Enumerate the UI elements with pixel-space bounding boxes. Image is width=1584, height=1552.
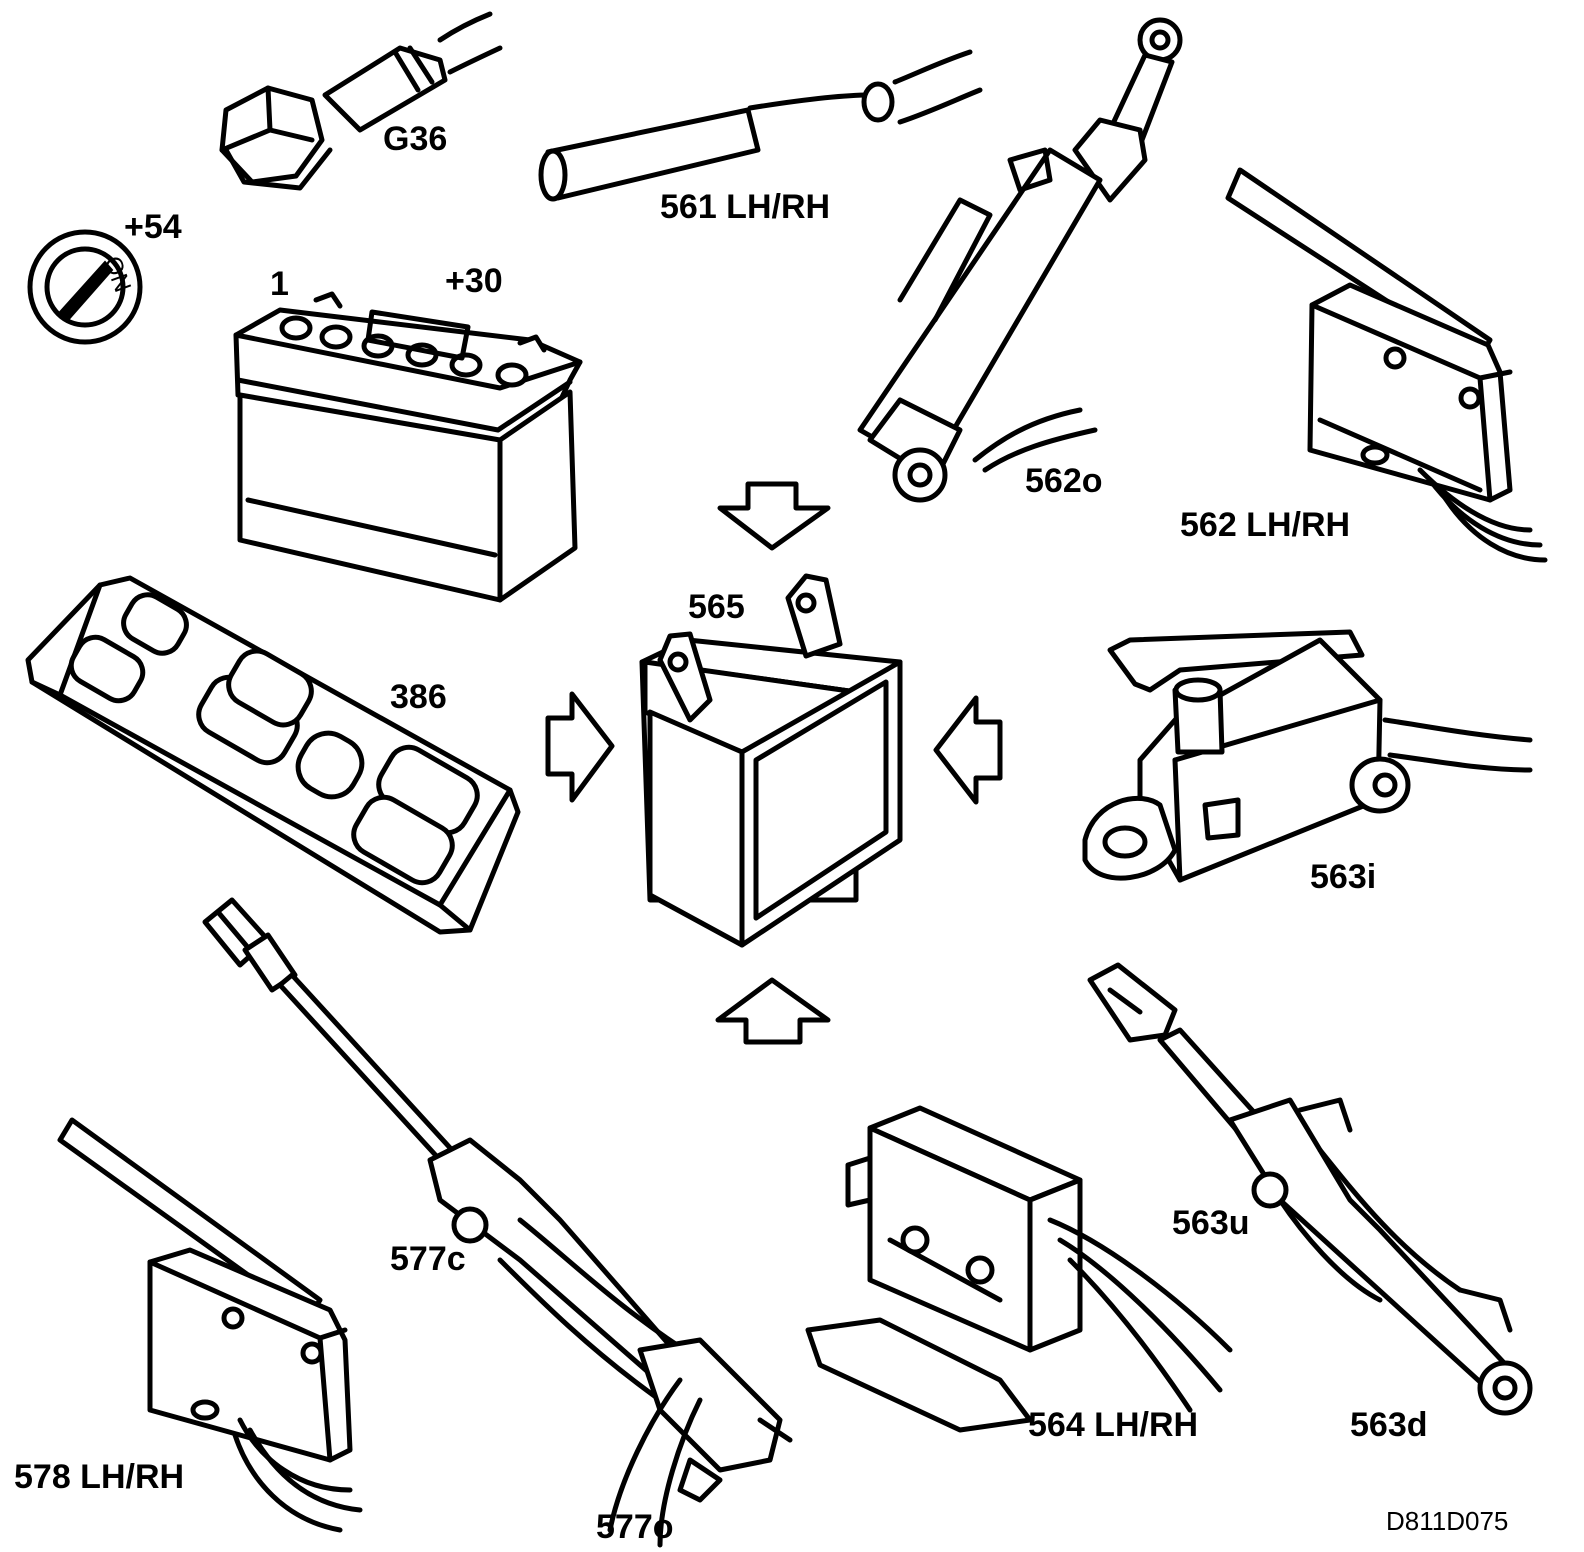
- label-577o: 577o: [596, 1508, 674, 1546]
- arrow-down: [717, 481, 831, 551]
- label-plus30: +30: [445, 262, 503, 300]
- actuator-562o: [857, 17, 1183, 503]
- label-terminal-1: 1: [270, 265, 289, 303]
- control-unit-565: [639, 573, 903, 948]
- label-562o: 562o: [1025, 462, 1103, 500]
- label-578: 578 LH/RH: [14, 1458, 184, 1496]
- microswitch-562: [1225, 167, 1548, 563]
- label-plus54: +54: [124, 208, 182, 246]
- arrow-left: [933, 695, 1003, 805]
- ignition-switch-54: ON: [27, 229, 143, 345]
- sensor-561: [538, 49, 983, 202]
- figure-code: D811D075: [1386, 1506, 1508, 1536]
- actuator-577c-577o: [202, 897, 793, 1548]
- label-563d: 563d: [1350, 1406, 1428, 1444]
- arrow-up: [715, 977, 831, 1045]
- arrow-right: [545, 691, 615, 803]
- label-561: 561 LH/RH: [660, 188, 830, 226]
- label-563u: 563u: [1172, 1204, 1250, 1242]
- microswitch-578: [57, 1117, 363, 1533]
- label-563i: 563i: [1310, 858, 1376, 896]
- actuator-563u-563d: [1087, 962, 1533, 1416]
- ground-terminal-g36: [219, 11, 503, 191]
- switch-563i: [1082, 629, 1533, 883]
- label-g36: G36: [383, 120, 447, 158]
- label-577c: 577c: [390, 1240, 466, 1278]
- label-565: 565: [688, 588, 745, 626]
- label-562: 562 LH/RH: [1180, 506, 1350, 544]
- label-564: 564 LH/RH: [1028, 1406, 1198, 1444]
- battery: [233, 291, 583, 603]
- connector-block-564: [805, 1105, 1233, 1433]
- window-switch-panel-386: [25, 575, 521, 935]
- label-386: 386: [390, 678, 447, 716]
